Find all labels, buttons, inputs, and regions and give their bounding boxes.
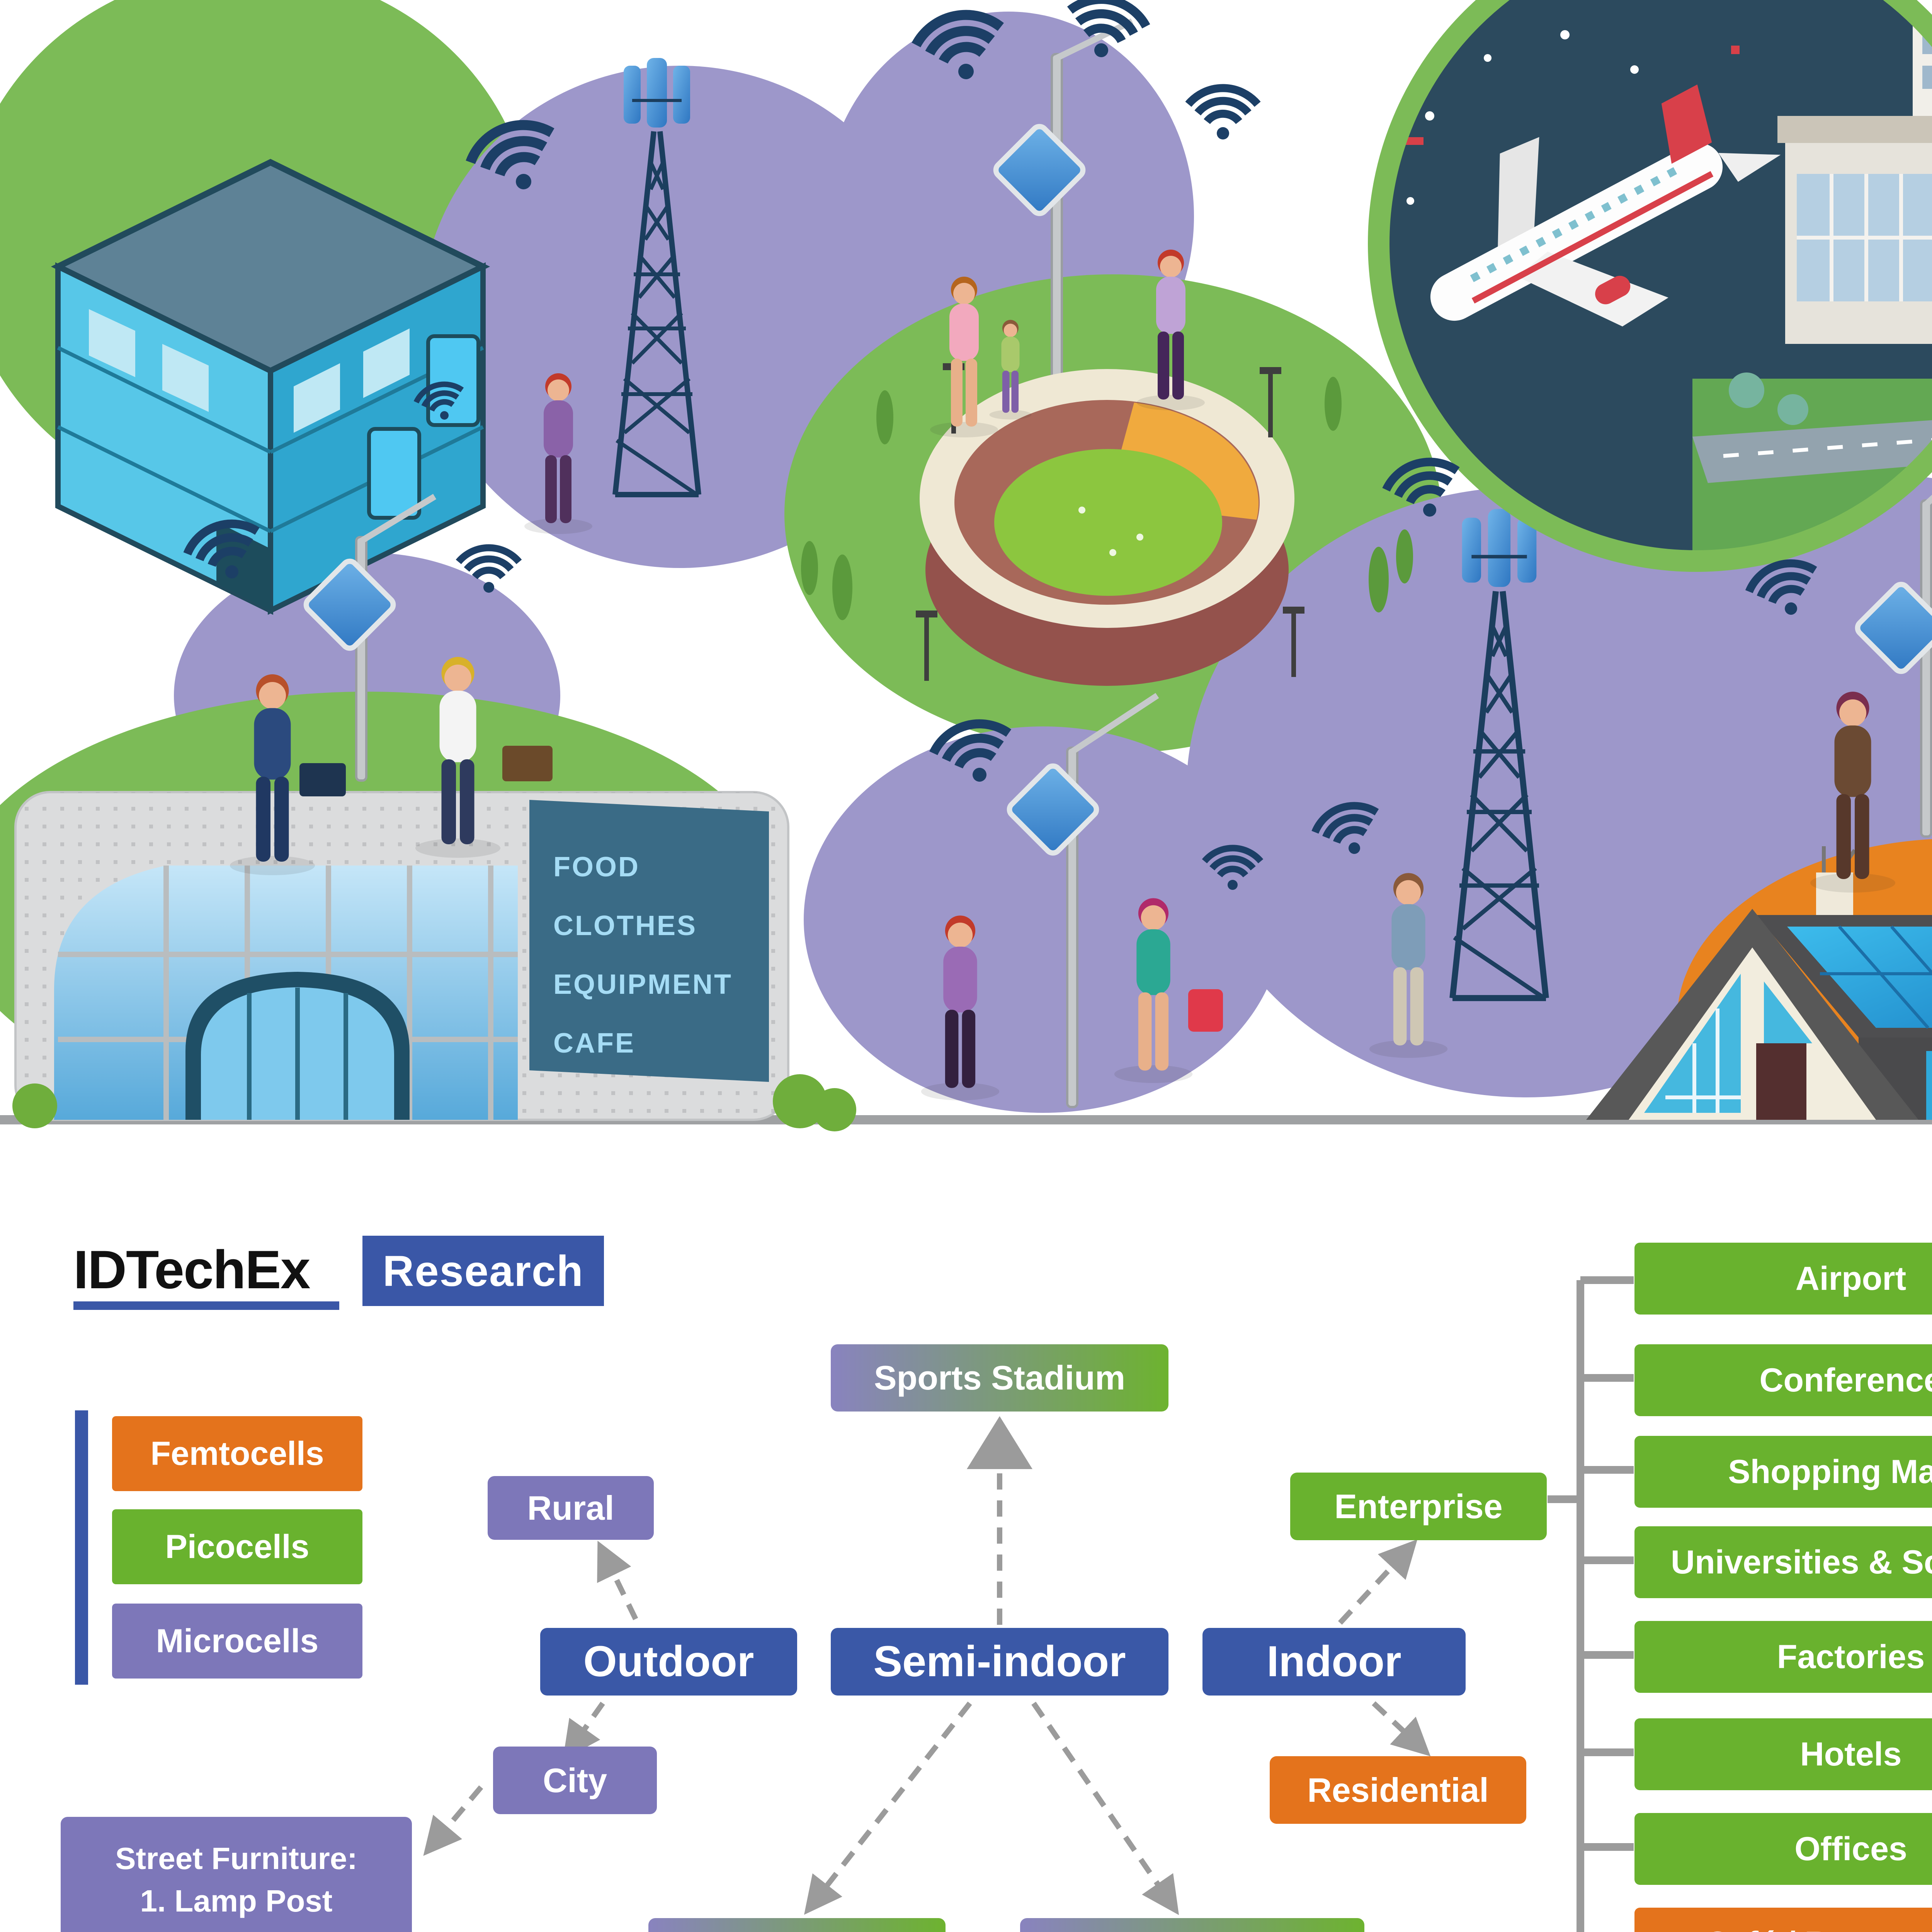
mall-sign-line: CAFE	[553, 1028, 635, 1059]
node-rural: Rural	[488, 1476, 654, 1540]
enterprise-location-universities-schools: Universities & Schools	[1634, 1526, 1932, 1598]
handbag-icon	[1188, 989, 1223, 1032]
legend-bar	[75, 1410, 88, 1685]
airplane-icon	[1430, 84, 1781, 327]
node-street-furniture: Street Furniture: 1. Lamp Post 2. Billbo…	[61, 1817, 412, 1932]
enterprise-location-offices: Offices	[1634, 1813, 1932, 1885]
legend-microcells: Microcells	[112, 1604, 362, 1679]
street-furniture-title: Street Furniture:	[115, 1841, 357, 1876]
shopping-mall-illustration: FOOD CLOTHES EQUIPMENT CAFE	[12, 791, 856, 1131]
logo: IDTechEx	[73, 1239, 311, 1300]
street-furniture-item: 2. Billboards	[140, 1923, 333, 1932]
diagram-arrows	[423, 1472, 1431, 1915]
node-semi-indoor: Semi-indoor	[831, 1628, 1168, 1696]
house-illustration	[1586, 846, 1932, 1120]
stadium-arrowhead	[967, 1416, 1032, 1469]
small-cell-lamp-post	[1007, 693, 1159, 1108]
node-indoor: Indoor	[1202, 1628, 1466, 1696]
node-city: City	[493, 1747, 657, 1814]
node-residential: Residential	[1270, 1756, 1526, 1824]
enterprise-location-shopping-malls: Shopping Malls	[1634, 1436, 1932, 1508]
bracket-lines	[1548, 1276, 1634, 1932]
logo-underline	[73, 1301, 339, 1310]
node-enterprise: Enterprise	[1290, 1473, 1547, 1540]
mall-sign-line: FOOD	[553, 852, 640, 883]
stadium-illustration	[801, 363, 1413, 686]
street-furniture-item: 1. Lamp Post	[140, 1884, 333, 1918]
office-building-illustration	[51, 159, 490, 615]
enterprise-location-cafe-restaurants: Café / Restaurants	[1634, 1908, 1932, 1932]
node-markets: Markets	[1020, 1918, 1364, 1932]
mall-sign	[529, 800, 769, 1082]
mall-sign-line: EQUIPMENT	[553, 969, 733, 1000]
small-cell-lamp-post	[1855, 495, 1932, 838]
mall-sign-line: CLOTHES	[553, 910, 697, 941]
briefcase-icon	[502, 746, 553, 781]
node-outdoor: Outdoor	[540, 1628, 797, 1696]
node-sports-stadium: Sports Stadium	[831, 1344, 1168, 1412]
tree-icon	[1729, 372, 1808, 425]
airport-illustration	[1368, 0, 1932, 572]
wifi-icon	[1188, 88, 1257, 139]
legend-femtocells: Femtocells	[112, 1416, 362, 1491]
logo-badge: Research	[362, 1236, 604, 1306]
legend-picocells: Picocells	[112, 1509, 362, 1584]
enterprise-location-hotels: Hotels	[1634, 1718, 1932, 1790]
small-cell-lamp-post	[303, 494, 437, 782]
enterprise-location-factories: Factories	[1634, 1621, 1932, 1693]
enterprise-location-airport: Airport	[1634, 1243, 1932, 1315]
enterprise-location-conference: Conference	[1634, 1344, 1932, 1416]
terminal-building	[1777, 15, 1932, 344]
node-train-stations: Train Stations	[648, 1918, 946, 1932]
briefcase-icon	[299, 763, 346, 796]
